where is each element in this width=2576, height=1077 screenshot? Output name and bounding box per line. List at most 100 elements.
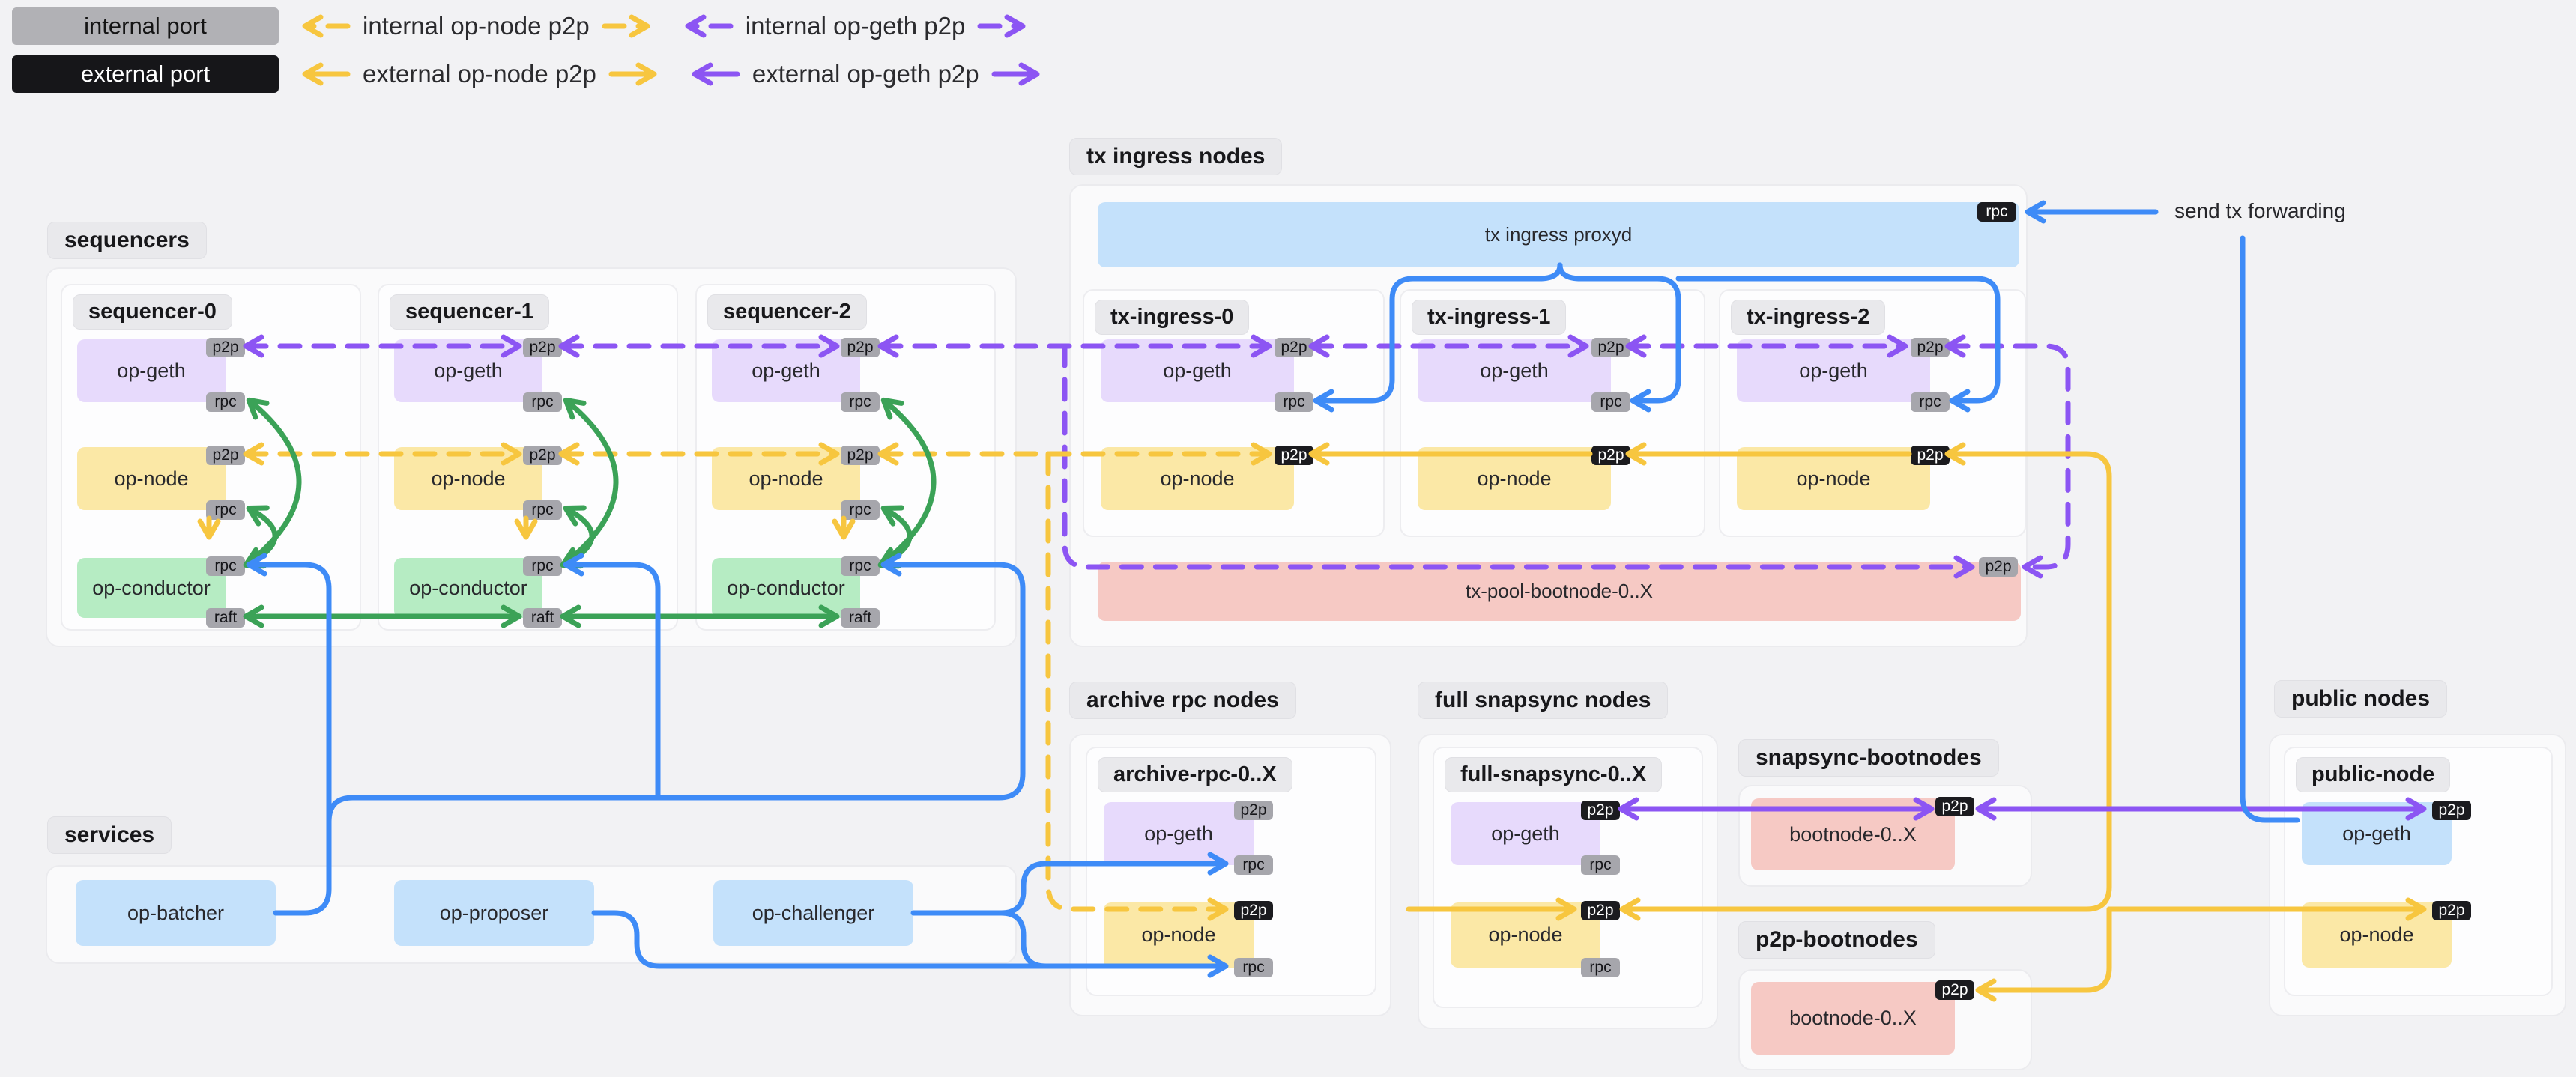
sequencer-0-op-node-rpc-port: rpc (206, 500, 245, 520)
tx-ingress-2-op-node-box: op-node p2p (1737, 446, 1950, 510)
full-snapsync-op-node-p2p-port: p2p (1581, 901, 1620, 920)
archive-rpc-box: archive-rpc-0..X op-geth p2p rpc op-node… (1086, 747, 1376, 996)
op-batcher-box: op-batcher (76, 880, 276, 946)
tx-ingress-2-op-geth-box: op-geth p2p rpc (1737, 338, 1950, 412)
tx-ingress-2-box: tx-ingress-2 op-geth p2p rpc op-node p2p (1719, 289, 2026, 537)
public-op-geth-p2p-port: p2p (2432, 801, 2471, 820)
tx-ingress-0-box: tx-ingress-0 op-geth p2p rpc op-node p2p (1083, 289, 1385, 537)
sequencer-2-op-geth-p2p-port: p2p (841, 338, 880, 357)
services-group-label: services (47, 816, 172, 854)
tx-ingress-2-label: tx-ingress-2 (1731, 300, 1886, 335)
public-node-box: public-node op-geth p2p op-node p2p (2284, 747, 2553, 996)
public-op-node-label: op-node (2339, 923, 2414, 946)
p2p-bootnodes-group-label: p2p-bootnodes (1738, 921, 1935, 959)
public-nodes-group-label: public nodes (2274, 680, 2448, 718)
legend-internal-op-geth-label: internal op-geth p2p (745, 12, 966, 40)
sequencer-1-op-node-box: op-node p2p rpc (394, 446, 562, 520)
sequencer-2-op-conductor-box: op-conductor rpc raft (712, 556, 880, 628)
tx-ingress-1-op-node-box: op-node p2p (1418, 446, 1630, 510)
tx-ingress-0-op-node-p2p-port: p2p (1275, 446, 1313, 465)
tx-pool-bootnode-p2p-port: p2p (1979, 557, 2018, 577)
full-snapsync-group-label: full snapsync nodes (1418, 682, 1669, 719)
tx-ingress-1-op-geth-box: op-geth p2p rpc (1418, 338, 1630, 412)
sequencer-0-op-node-label: op-node (114, 467, 189, 490)
tx-ingress-0-op-node-label: op-node (1160, 467, 1235, 490)
full-snapsync-op-geth-box: op-geth p2p rpc (1451, 801, 1620, 875)
tx-ingress-1-box: tx-ingress-1 op-geth p2p rpc op-node p2p (1400, 289, 1705, 537)
tx-ingress-0-op-geth-p2p-port: p2p (1275, 338, 1313, 357)
sequencer-2-op-conductor-raft-port: raft (841, 608, 880, 628)
sequencer-2-box: sequencer-2 op-geth p2p rpc op-node p2p … (695, 284, 996, 631)
sequencer-0-op-conductor-rpc-port: rpc (206, 556, 245, 576)
legend-row-internal: internal port internal op-node p2p inter… (12, 7, 1037, 45)
sequencers-group-label: sequencers (47, 222, 207, 259)
sequencer-2-op-conductor-label: op-conductor (727, 576, 845, 599)
sequencer-2-op-geth-label: op-geth (752, 359, 820, 382)
sequencer-1-op-conductor-raft-port: raft (523, 608, 562, 628)
public-node-label: public-node (2296, 757, 2451, 792)
sequencer-1-op-conductor-box: op-conductor rpc raft (394, 556, 562, 628)
send-tx-forwarding-label: send tx forwarding (2174, 199, 2346, 222)
internal-op-geth-p2p-arrow-right-icon (977, 14, 1026, 38)
snapsync-bootnodes-group-label: snapsync-bootnodes (1738, 739, 1999, 777)
sequencer-1-op-geth-rpc-port: rpc (523, 392, 562, 412)
sequencer-1-op-conductor-label: op-conductor (409, 576, 527, 599)
public-op-geth-box: op-geth p2p (2302, 801, 2471, 865)
archive-op-node-p2p-port: p2p (1234, 901, 1273, 920)
sequencer-2-op-geth-rpc-port: rpc (841, 392, 880, 412)
op-proposer-label: op-proposer (439, 901, 549, 924)
op-proposer-box: op-proposer (394, 880, 594, 946)
full-snapsync-label: full-snapsync-0..X (1445, 757, 1663, 792)
internal-op-geth-p2p-arrow-left-icon (685, 14, 734, 38)
tx-ingress-2-op-node-label: op-node (1796, 467, 1871, 490)
sequencer-2-op-node-box: op-node p2p rpc (712, 446, 880, 520)
op-batcher-label: op-batcher (127, 901, 225, 924)
tx-ingress-proxyd-rpc-port: rpc (1977, 202, 2016, 222)
external-op-geth-p2p-arrow-right-icon (991, 62, 1040, 86)
archive-op-node-box: op-node p2p rpc (1104, 901, 1273, 977)
sequencer-0-op-node-box: op-node p2p rpc (77, 446, 245, 520)
sequencer-2-label: sequencer-2 (707, 294, 867, 330)
op-challenger-box: op-challenger (713, 880, 913, 946)
full-snapsync-op-node-label: op-node (1488, 923, 1563, 946)
tx-ingress-proxyd-box: tx ingress proxyd rpc (1098, 202, 2019, 267)
sequencer-1-op-node-p2p-port: p2p (523, 446, 562, 465)
sequencer-0-box: sequencer-0 op-geth p2p rpc op-node p2p … (61, 284, 361, 631)
legend-external-port-swatch: external port (12, 55, 279, 93)
sequencer-2-op-node-p2p-port: p2p (841, 446, 880, 465)
tx-ingress-0-op-geth-label: op-geth (1163, 359, 1232, 382)
sequencer-0-op-geth-box: op-geth p2p rpc (77, 338, 245, 412)
tx-ingress-1-op-geth-rpc-port: rpc (1591, 392, 1630, 412)
tx-ingress-group-label: tx ingress nodes (1069, 138, 1283, 175)
sequencer-0-op-conductor-raft-port: raft (206, 608, 245, 628)
sequencer-0-op-geth-p2p-port: p2p (206, 338, 245, 357)
sequencer-0-label: sequencer-0 (73, 294, 232, 330)
tx-ingress-proxyd-label: tx ingress proxyd (1484, 223, 1633, 246)
tx-ingress-1-label: tx-ingress-1 (1412, 300, 1567, 335)
full-snapsync-op-geth-label: op-geth (1491, 822, 1560, 845)
p2p-bootnode-label: bootnode-0..X (1789, 1007, 1917, 1029)
sequencer-1-op-node-label: op-node (431, 467, 506, 490)
tx-ingress-1-op-geth-label: op-geth (1480, 359, 1549, 382)
p2p-bootnode-p2p-port: p2p (1935, 980, 1974, 1000)
snapsync-bootnode-box: bootnode-0..X p2p (1751, 797, 1974, 870)
p2p-bootnode-box: bootnode-0..X p2p (1751, 980, 1974, 1055)
archive-rpc-label: archive-rpc-0..X (1098, 757, 1292, 792)
tx-pool-bootnode-label: tx-pool-bootnode-0..X (1465, 580, 1654, 602)
public-op-node-p2p-port: p2p (2432, 901, 2471, 920)
sequencer-1-op-node-rpc-port: rpc (523, 500, 562, 520)
external-op-geth-p2p-arrow-left-icon (692, 62, 740, 86)
sequencer-1-box: sequencer-1 op-geth p2p rpc op-node p2p … (378, 284, 678, 631)
sequencer-1-op-geth-p2p-port: p2p (523, 338, 562, 357)
tx-ingress-2-op-geth-p2p-port: p2p (1911, 338, 1950, 357)
full-snapsync-box: full-snapsync-0..X op-geth p2p rpc op-no… (1433, 747, 1703, 1008)
archive-op-geth-label: op-geth (1144, 822, 1213, 845)
sequencer-2-op-node-label: op-node (749, 467, 823, 490)
tx-ingress-1-op-geth-p2p-port: p2p (1591, 338, 1630, 357)
sequencer-0-op-geth-label: op-geth (117, 359, 186, 382)
sequencer-2-op-geth-box: op-geth p2p rpc (712, 338, 880, 412)
tx-ingress-1-op-node-p2p-port: p2p (1591, 446, 1630, 465)
external-op-node-p2p-arrow-right-icon (608, 62, 657, 86)
edge-sendtx-publicnode (2240, 235, 2300, 823)
